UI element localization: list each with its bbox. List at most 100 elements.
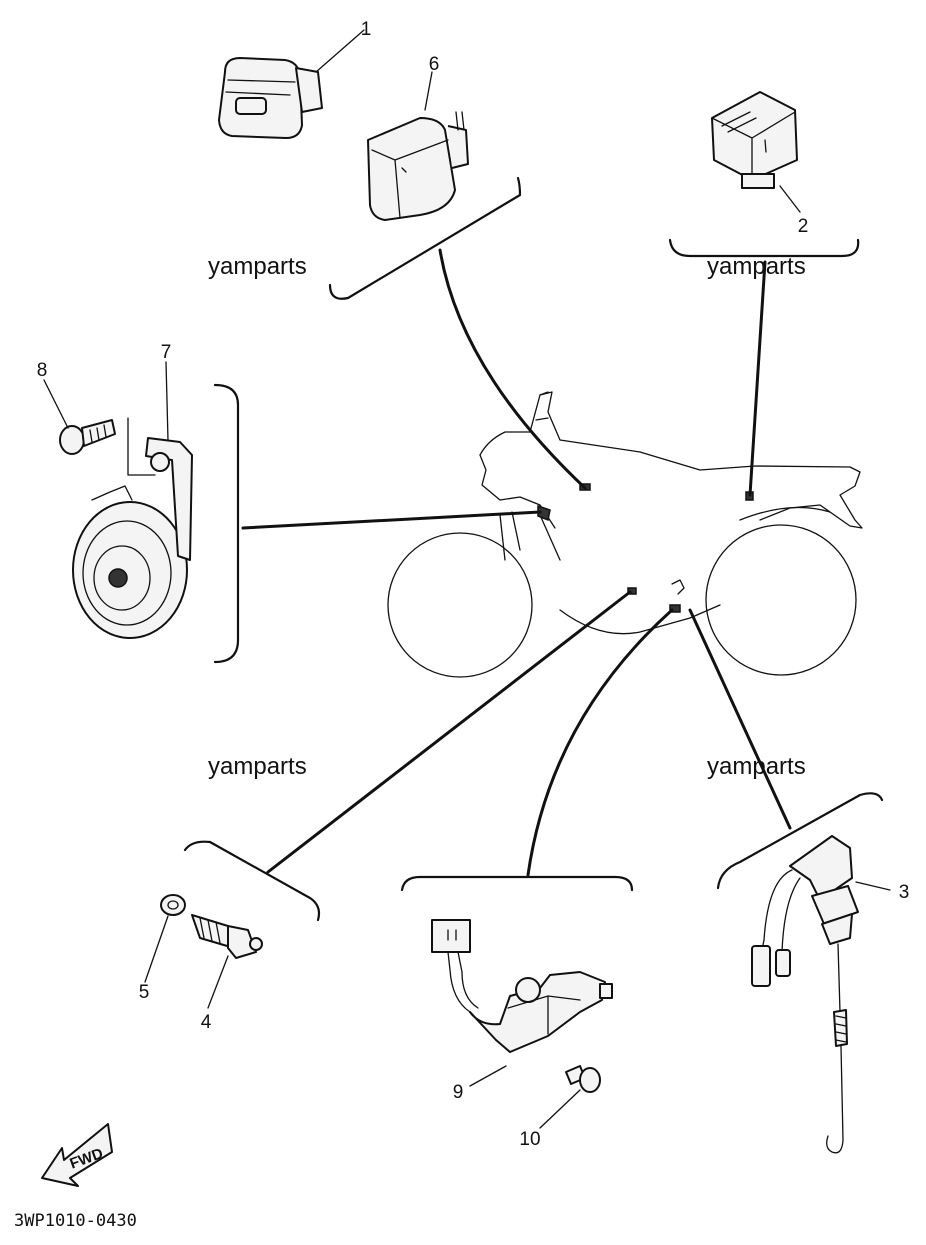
rear-wheel bbox=[705, 524, 857, 676]
sidestand-mount-point bbox=[669, 604, 681, 613]
switch-body-edges bbox=[507, 995, 581, 1035]
switch-mount-point bbox=[627, 587, 637, 595]
watermark-bottom-left: yamparts bbox=[208, 753, 307, 780]
watermarks: yamparts yamparts yamparts yamparts bbox=[208, 253, 806, 780]
bracket-neutral-3 bbox=[716, 792, 884, 890]
probe-rod-upper bbox=[837, 943, 841, 1013]
probe-spring bbox=[833, 1009, 848, 1047]
relay-assembly-pins bbox=[447, 125, 469, 169]
flasher-relay-part[interactable] bbox=[711, 91, 798, 189]
flasher-connector bbox=[741, 173, 775, 189]
leader-neutral-3 bbox=[688, 608, 792, 830]
relay-assembly-body bbox=[367, 117, 456, 221]
switch-thread bbox=[821, 913, 853, 945]
callout-8: 8 bbox=[37, 360, 48, 381]
callout-1: 1 bbox=[361, 19, 372, 40]
leader-8 bbox=[43, 379, 69, 429]
leader-1 bbox=[315, 29, 365, 73]
switch-plunger bbox=[599, 983, 613, 999]
group-brackets bbox=[183, 176, 884, 922]
diagram-code: 3WP1010-0430 bbox=[14, 1211, 137, 1231]
watermark-top-right: yamparts bbox=[707, 253, 806, 280]
relay-assembly-tabs bbox=[455, 111, 465, 131]
callout-7: 7 bbox=[161, 342, 172, 363]
neutral-mount-point bbox=[671, 579, 685, 595]
screw-head bbox=[579, 1067, 601, 1093]
motorcycle-outline bbox=[387, 391, 863, 678]
washer-ring bbox=[160, 894, 186, 916]
relay-label-plate bbox=[235, 97, 267, 115]
lead-terminal-right bbox=[775, 949, 791, 977]
callout-9: 9 bbox=[453, 1082, 464, 1103]
bolt-shank bbox=[81, 419, 116, 447]
leader-3 bbox=[855, 881, 891, 891]
pressure-switch-part[interactable] bbox=[191, 914, 263, 959]
relay-assembly-edges bbox=[371, 139, 449, 219]
relay-connector bbox=[295, 67, 323, 113]
leader-flasher-2 bbox=[748, 260, 767, 497]
horn-center-cap bbox=[108, 568, 128, 588]
callout-4: 4 bbox=[201, 1012, 212, 1033]
callout-5: 5 bbox=[139, 982, 150, 1003]
tank-outline bbox=[479, 454, 556, 529]
bracket-flasher-2 bbox=[668, 238, 860, 258]
leader-5 bbox=[144, 915, 169, 983]
fwd-arrow-icon bbox=[41, 1123, 113, 1187]
bracket-relay-6 bbox=[328, 176, 522, 300]
handlebar-outline bbox=[535, 391, 549, 421]
sidestand-switch-part[interactable] bbox=[431, 919, 613, 1053]
flasher-top-slot bbox=[721, 111, 757, 133]
callout-10: 10 bbox=[519, 1129, 540, 1150]
callout-6: 6 bbox=[429, 54, 440, 75]
leader-horn-7 bbox=[241, 510, 542, 530]
frame-outline bbox=[479, 391, 863, 529]
horn-bolt-part[interactable] bbox=[59, 419, 116, 455]
leader-10 bbox=[539, 1089, 581, 1129]
switch-boot bbox=[789, 835, 853, 901]
watermark-bottom-right: yamparts bbox=[707, 753, 806, 780]
leader-sidestand-9 bbox=[526, 608, 674, 877]
switch-terminal bbox=[249, 937, 263, 951]
bracket-sidestand-9 bbox=[400, 875, 634, 892]
horn-bracket bbox=[145, 437, 193, 561]
watermark-top-left: yamparts bbox=[208, 253, 307, 280]
connector-pins bbox=[447, 929, 457, 941]
sidestand-connector bbox=[431, 919, 471, 953]
switch-threads bbox=[199, 917, 221, 944]
leader-switch-4 bbox=[266, 590, 632, 874]
lead-terminal-left bbox=[751, 945, 771, 987]
washer-hole bbox=[167, 900, 179, 910]
neutral-switch-part[interactable] bbox=[751, 835, 859, 1154]
callout-leaders bbox=[43, 29, 891, 1129]
switch-leads bbox=[761, 869, 801, 953]
spring-coils bbox=[835, 1015, 847, 1043]
forward-arrow: FWD bbox=[41, 1123, 113, 1187]
horn-terminal bbox=[91, 485, 133, 501]
swingarm-outline bbox=[739, 506, 831, 521]
callout-numbers: 1 6 2 7 8 3 5 4 9 10 bbox=[37, 19, 910, 1150]
sidestand-screw-part[interactable] bbox=[565, 1065, 601, 1093]
switch-hex bbox=[811, 885, 859, 925]
starter-relay-part[interactable] bbox=[218, 57, 323, 139]
washer-part[interactable] bbox=[160, 894, 186, 916]
relay-assembly-mark bbox=[401, 167, 407, 173]
horn-outer-rim bbox=[72, 501, 188, 639]
horn-bracket-hole bbox=[150, 452, 170, 472]
switch-hex-nut bbox=[227, 925, 257, 959]
callout-3: 3 bbox=[899, 882, 910, 903]
leader-lines bbox=[241, 248, 792, 877]
horn-bolt-path bbox=[127, 417, 156, 476]
leader-2 bbox=[779, 185, 801, 213]
bolt-threads bbox=[89, 424, 107, 443]
relay-cap-lines bbox=[225, 79, 296, 96]
switch-pivot bbox=[515, 977, 541, 1003]
front-wheel bbox=[387, 532, 533, 678]
horn-part[interactable] bbox=[72, 417, 193, 639]
leader-9 bbox=[469, 1065, 507, 1087]
horn-inner-ring bbox=[82, 520, 172, 626]
relay-assembly-part[interactable] bbox=[367, 111, 469, 221]
bracket-horn-7 bbox=[213, 383, 240, 664]
engine-underside bbox=[559, 604, 721, 635]
